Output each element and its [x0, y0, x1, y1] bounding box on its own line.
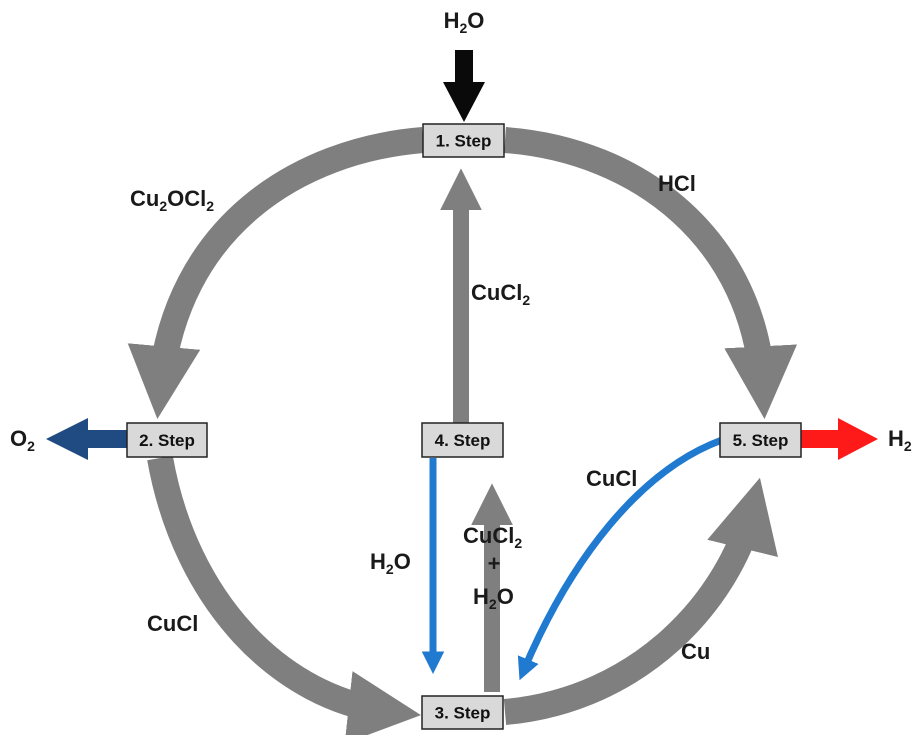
- oxygen-output-label: O2: [10, 426, 35, 454]
- step-3-box: 3. Step: [421, 695, 504, 730]
- label-cucl2-middle: CuCl2: [463, 523, 522, 551]
- step-4-box: 4. Step: [421, 422, 504, 458]
- oxygen-output-arrow: [46, 418, 128, 460]
- label-cu: Cu: [681, 639, 710, 664]
- hydrogen-output-arrow: [801, 418, 878, 460]
- label-h2o-blue: H2O: [370, 549, 411, 577]
- label-cucl2-up: CuCl2: [471, 280, 530, 308]
- label-cu2ocl2: Cu2OCl2: [130, 186, 214, 214]
- water-input-label: H2O: [444, 8, 485, 36]
- arrow-step5-to-step3: [517, 436, 724, 681]
- step-3-label: 3. Step: [435, 704, 491, 723]
- arrow-step1-to-step5: [504, 127, 797, 420]
- step-5-box: 5. Step: [719, 422, 802, 458]
- arrow-step1-to-step2: [127, 127, 425, 419]
- step-1-label: 1. Step: [436, 132, 492, 151]
- arrow-step2-to-step3: [147, 455, 421, 735]
- step-2-box: 2. Step: [126, 422, 208, 458]
- hydrogen-output-label: H2: [888, 426, 912, 454]
- label-h2o-middle: H2O: [473, 584, 514, 612]
- arrow-step3-to-step5: [503, 477, 778, 725]
- step-1-box: 1. Step: [422, 123, 505, 158]
- water-input-arrow: [443, 50, 485, 122]
- step-4-label: 4. Step: [435, 431, 491, 450]
- label-plus: +: [488, 551, 501, 576]
- label-cucl-left: CuCl: [147, 611, 198, 636]
- label-hcl: HCl: [658, 171, 696, 196]
- label-cucl-blue: CuCl: [586, 466, 637, 491]
- step-2-label: 2. Step: [139, 431, 195, 450]
- step-5-label: 5. Step: [733, 431, 789, 450]
